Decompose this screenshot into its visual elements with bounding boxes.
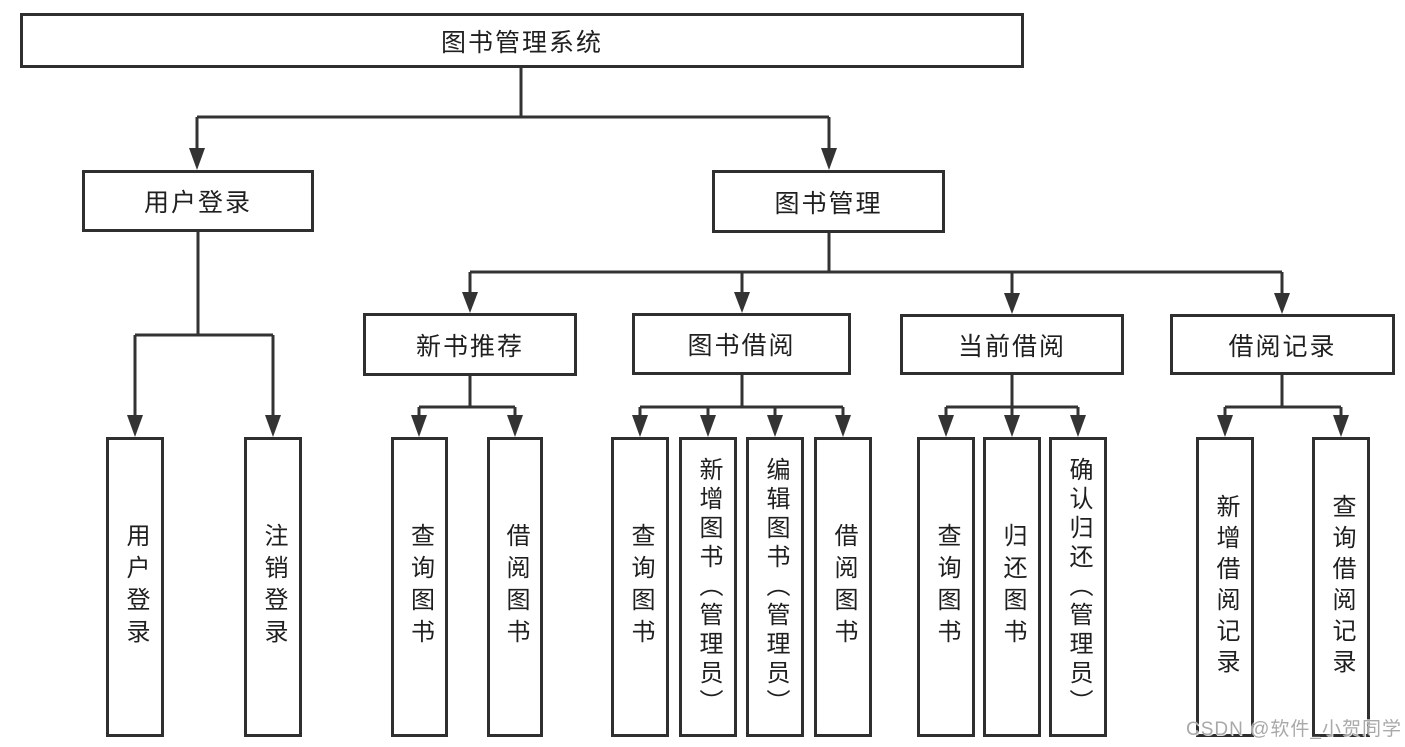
leaf-query-borrow-record: 查询借阅记录	[1312, 437, 1370, 737]
leaf-borrow-book-label: 借阅图书	[830, 523, 857, 651]
leaf-borrow-book-newbook: 借阅图书	[487, 437, 543, 737]
node-borrowing-records: 借阅记录	[1170, 314, 1395, 375]
node-book-borrowing: 图书借阅	[632, 313, 851, 375]
connector-records	[1217, 375, 1349, 437]
node-current-borrowing: 当前借阅	[900, 314, 1124, 375]
connector-current	[938, 375, 1086, 437]
leaf-confirm-return-admin-label: 确认归还（管理员）	[1065, 456, 1092, 718]
leaf-user-login: 用户登录	[106, 437, 164, 737]
node-root: 图书管理系统	[20, 13, 1024, 68]
leaf-confirm-return-admin: 确认归还（管理员）	[1049, 437, 1107, 737]
leaf-query-book-borrowing-label: 查询图书	[627, 523, 654, 651]
leaf-add-book-admin-label: 新增图书（管理员）	[695, 456, 722, 718]
leaf-borrow-book-newbook-label: 借阅图书	[502, 523, 529, 651]
leaf-query-book-borrowing: 查询图书	[611, 437, 669, 737]
leaf-edit-book-admin-label: 编辑图书（管理员）	[762, 456, 789, 718]
leaf-query-book-current-label: 查询图书	[933, 523, 960, 651]
node-user-login: 用户登录	[82, 170, 314, 232]
leaf-logout: 注销登录	[244, 437, 302, 737]
leaf-return-book: 归还图书	[983, 437, 1041, 737]
connector-borrowing	[632, 375, 851, 437]
leaf-query-book-newbook: 查询图书	[391, 437, 448, 737]
leaf-add-book-admin: 新增图书（管理员）	[679, 437, 737, 737]
connector-user-login	[127, 232, 281, 437]
leaf-query-book-newbook-label: 查询图书	[406, 523, 434, 651]
connector-book-mgmt	[462, 233, 1290, 314]
node-new-book-recommend: 新书推荐	[363, 313, 577, 376]
leaf-add-borrow-record: 新增借阅记录	[1196, 437, 1254, 737]
connector-new-book	[411, 376, 523, 437]
csdn-watermark: CSDN @软件_小贺同学	[1186, 719, 1402, 740]
leaf-return-book-label: 归还图书	[999, 523, 1026, 651]
leaf-user-login-label: 用户登录	[122, 523, 149, 651]
leaf-edit-book-admin: 编辑图书（管理员）	[746, 437, 804, 737]
leaf-borrow-book: 借阅图书	[814, 437, 872, 737]
node-book-management: 图书管理	[712, 170, 945, 233]
leaf-add-borrow-record-label: 新增借阅记录	[1212, 494, 1239, 680]
connector-root	[189, 68, 837, 170]
leaf-query-book-current: 查询图书	[917, 437, 975, 737]
leaf-query-borrow-record-label: 查询借阅记录	[1328, 494, 1355, 680]
leaf-logout-label: 注销登录	[260, 523, 287, 651]
